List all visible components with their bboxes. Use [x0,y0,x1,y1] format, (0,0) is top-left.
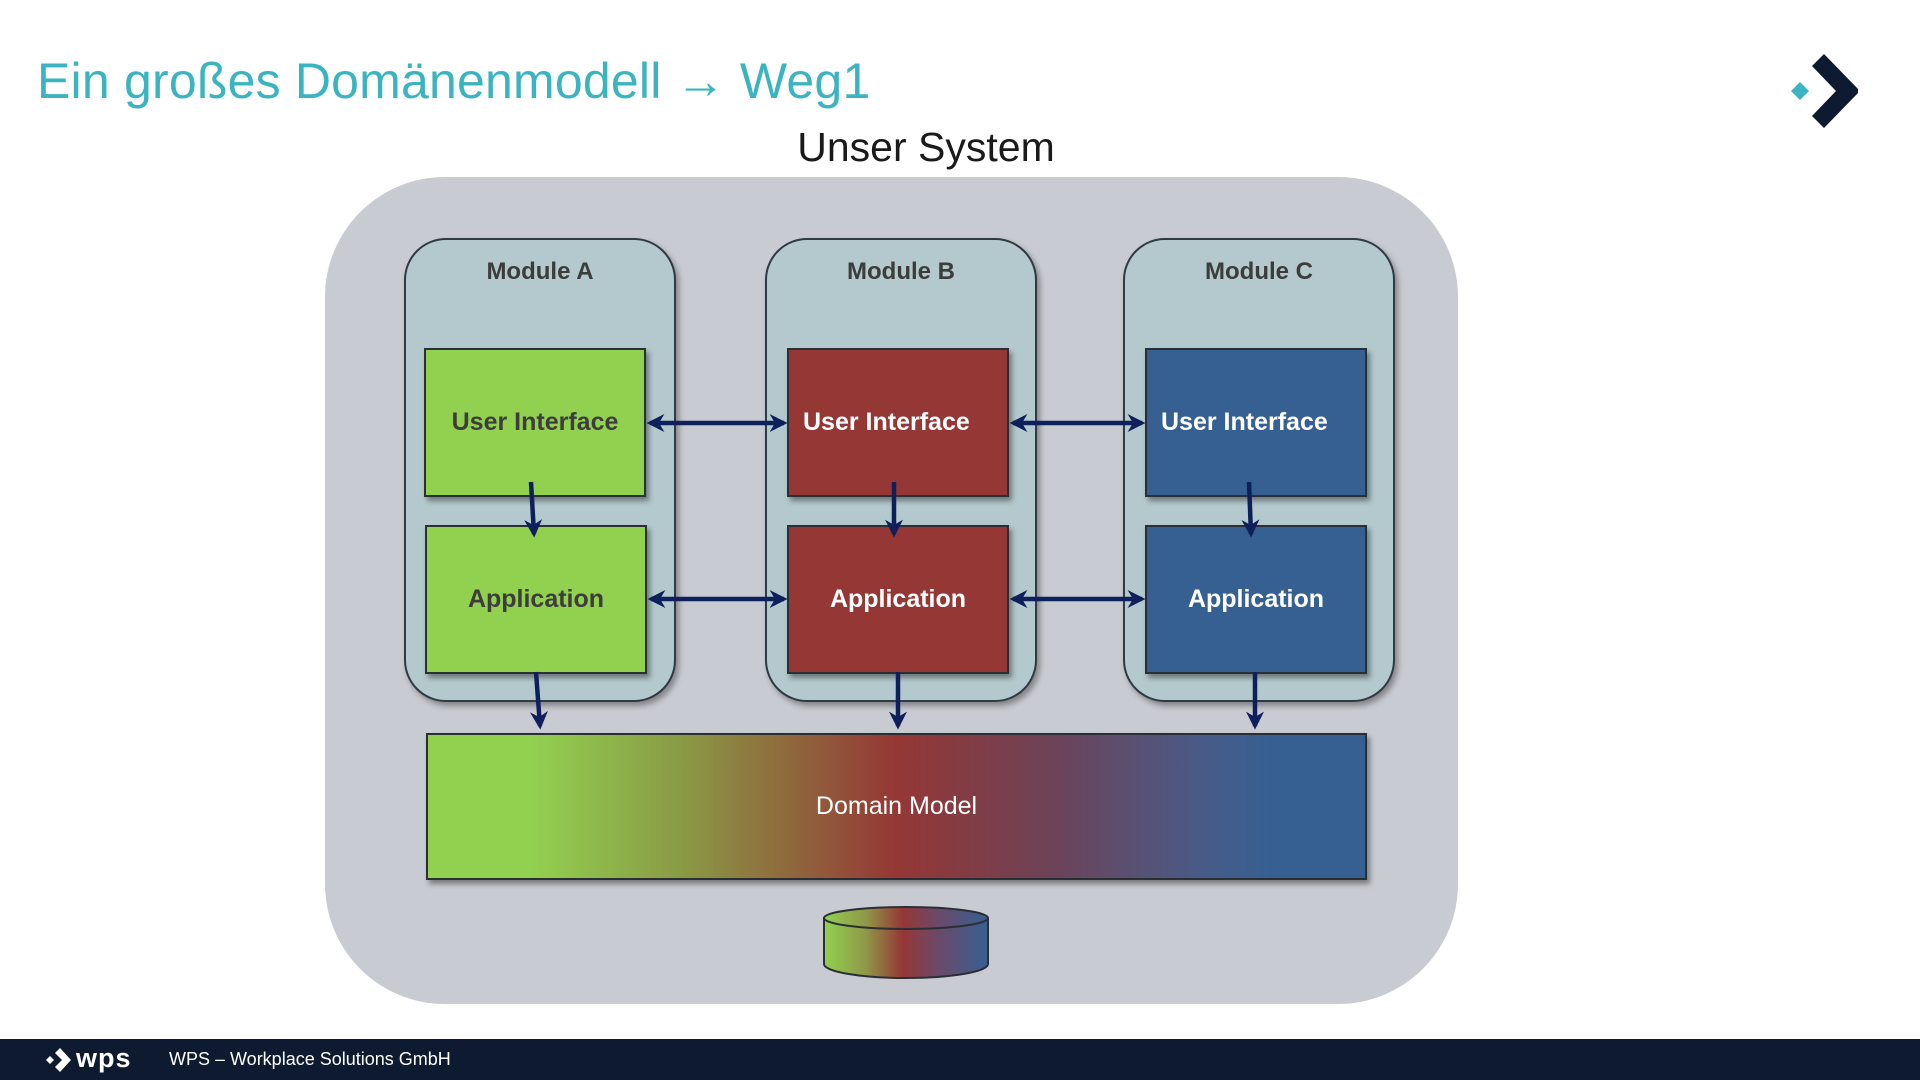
wps-logo-icon [1791,54,1858,128]
footer: wps WPS – Workplace Solutions GmbH [0,1039,1920,1080]
arrow-a-app-domain [529,671,548,730]
domain-model-label: Domain Model [815,792,978,820]
module-a-user-interface: User Interface [424,348,646,497]
module-b-label: Module B [847,258,955,285]
module-a-application-label: Application [467,585,605,613]
module-b-user-interface-label: User Interface [803,408,970,436]
slide-title: Ein großes Domänenmodell → Weg1 [37,53,871,109]
diagram-connectors [524,414,1264,979]
module-c-user-interface-label: User Interface [1161,408,1328,436]
module-b-application: Application [787,525,1009,674]
wps-footer-logo-icon [46,1048,71,1072]
footer-company: WPS – Workplace Solutions GmbH [169,1049,451,1069]
module-a-application: Application [425,525,647,674]
module-a-label: Module A [486,258,594,285]
module-c-application-label: Application [1187,585,1325,613]
module-b-user-interface: User Interface [787,348,1009,497]
domain-model: Domain Model [426,733,1367,880]
arrow-a-ui-app [524,481,543,538]
module-a-user-interface-label: User Interface [451,408,619,436]
footer-logo-text: wps [76,1043,132,1073]
system-title: Unser System [797,124,1055,170]
module-b-application-label: Application [829,585,967,613]
module-c-user-interface: User Interface [1145,348,1367,497]
arrow-c-ui-app [1241,481,1260,538]
module-c-label: Module C [1205,258,1313,285]
module-c-application: Application [1145,525,1367,674]
database-cylinder-icon [823,906,989,979]
